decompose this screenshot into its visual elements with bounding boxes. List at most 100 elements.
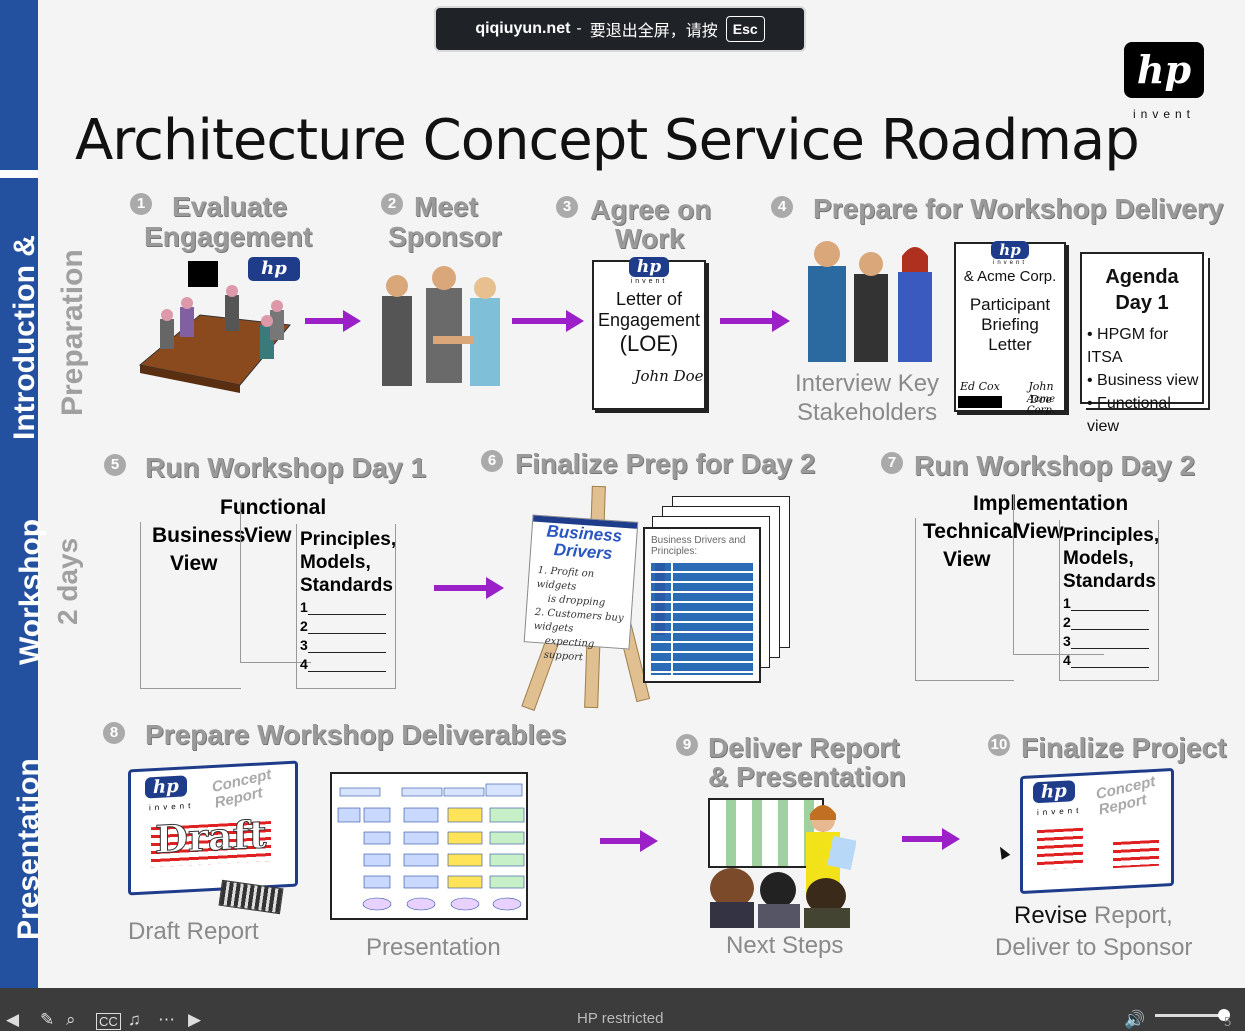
sidebar-days-label: 2 days [52, 537, 83, 625]
sidebar-intro-label: Introduction & [8, 235, 41, 440]
revise-red-lines-right [1113, 839, 1159, 869]
sheet-grid-divider [671, 563, 673, 675]
day2-blank-4 [1071, 667, 1149, 668]
draft-hp-logo: hp [145, 775, 187, 799]
step-number-10: 10 [988, 734, 1010, 756]
forward-icon[interactable]: ▶ [188, 1010, 202, 1029]
agenda-item-2: • Business view [1087, 372, 1199, 389]
hp-tagline: invent [1132, 107, 1196, 121]
agenda-document: Agenda Day 1 • HPGM for ITSA • Business … [1080, 252, 1204, 435]
day1-view-label: View [244, 524, 292, 547]
day2-num-1: 1 [1063, 595, 1071, 611]
banner-separator: - [576, 20, 582, 37]
meeting-illustration: hp [130, 255, 310, 405]
day1-blank-4 [308, 671, 386, 672]
step-2-title-line2: Sponsor [388, 221, 502, 252]
step-6-title: Finalize Prep for Day 2 [515, 448, 816, 479]
step-7-title: Run Workshop Day 2 [914, 450, 1196, 481]
sidebar-divider [0, 170, 38, 178]
arrow-1-2 [305, 310, 361, 332]
step-3-title-line2: Work [615, 223, 685, 254]
cc-icon[interactable]: CC [96, 1013, 121, 1030]
step-1-title-line1: Evaluate [172, 191, 288, 222]
sheet-subtitle: Principles: [651, 546, 698, 557]
sidebar-workshop-label: Workshop [14, 518, 47, 665]
day1-diagram: Functional Business View View Principles… [140, 492, 400, 692]
meeting-hp-logo: hp [248, 257, 300, 281]
whiteboard [708, 798, 824, 868]
sidebar-presentation-label: Presentation [12, 758, 45, 940]
day2-blank-3 [1071, 648, 1149, 649]
day2-blank-2 [1071, 629, 1149, 630]
briefing-invent: invent [992, 260, 1027, 266]
briefing-line1: Participant [969, 295, 1051, 314]
narration-off-icon[interactable]: ♫ [128, 1010, 141, 1029]
day2-diagram: Implementation Technical View View Princ… [915, 490, 1165, 690]
arrow-3-4 [720, 310, 790, 332]
black-box [188, 261, 218, 287]
sheet-grid [651, 563, 753, 675]
step-3-title-line1: Agree on [590, 194, 712, 225]
agenda-item-1: • HPGM for ITSA [1087, 326, 1169, 366]
briefing-line3: Letter [988, 335, 1032, 354]
revise-caption-line2: Deliver to Sponsor [995, 934, 1193, 961]
sheet-title: Business Drivers and [651, 535, 746, 546]
day1-blank-2 [308, 633, 386, 634]
pen-icon[interactable]: ✎ [40, 1010, 55, 1029]
banner-message: 要退出全屏，请按 [589, 23, 718, 40]
more-icon[interactable]: ⋯ [158, 1010, 175, 1029]
esc-key[interactable]: Esc [725, 16, 765, 42]
loe-hp-logo: hp [628, 257, 670, 277]
step-number-2: 2 [381, 193, 403, 215]
loe-line1: Letter of [615, 289, 683, 309]
day2-technical-box [915, 518, 1014, 681]
briefing-sig1: Ed Cox [960, 380, 1000, 393]
day1-functional-label: Functional [220, 496, 327, 519]
volume-slider-track[interactable] [1155, 1014, 1225, 1017]
hp-restricted-label: HP restricted [577, 1010, 664, 1027]
fullscreen-banner: qiqiuyun.net - 要退出全屏，请按 Esc [434, 6, 806, 52]
revise-word1: Revise [1014, 902, 1088, 929]
revise-invent: invent [1037, 805, 1083, 818]
volume-icon[interactable]: 🔊 [1124, 1010, 1146, 1029]
volume-slider-knob[interactable] [1218, 1009, 1230, 1021]
step-number-5: 5 [104, 454, 126, 476]
arrow-2-3 [512, 310, 584, 332]
briefing-hp-logo: hp [991, 241, 1029, 259]
sidebar-preparation-label: Preparation [56, 249, 89, 416]
easel-note4: expecting support [543, 635, 595, 664]
day2-models: Models, [1063, 548, 1134, 569]
day1-num-4: 4 [300, 656, 308, 672]
day1-business-box [140, 522, 241, 689]
step-8-title: Prepare Workshop Deliverables [145, 719, 567, 750]
interview-caption-line1: Interview Key [795, 370, 940, 397]
briefing-company: & Acme Corp. [963, 268, 1057, 285]
back-icon[interactable]: ◀ [6, 1010, 20, 1029]
day1-principles-box [296, 524, 396, 689]
step-number-7: 7 [881, 452, 903, 474]
revise-hp-logo: hp [1033, 780, 1075, 804]
loe-line2: Engagement [597, 310, 701, 330]
briefing-letter: hp invent & Acme Corp. Participant Brief… [954, 241, 1066, 416]
day2-implementation-label: Implementation [973, 492, 1129, 515]
handshake-illustration [382, 266, 500, 386]
draft-caption: Draft Report [128, 918, 259, 945]
mouse-cursor [995, 844, 1011, 860]
day2-principles: Principles, [1063, 525, 1160, 546]
player-control-bar: ◀ ✎ ⌕ CC ♫ ⋯ ▶ HP restricted 🔊 5 [0, 988, 1245, 1031]
hp-logo: hp [1124, 42, 1204, 98]
day1-blank-1 [308, 614, 386, 615]
sidebar [0, 0, 38, 1031]
zoom-icon[interactable]: ⌕ [66, 1010, 76, 1029]
day1-models: Models, [300, 552, 371, 573]
draft-invent: invent [149, 800, 195, 813]
agenda-day: Day 1 [1115, 292, 1169, 314]
step-2-title-line1: Meet [414, 191, 478, 222]
page-title: Architecture Concept Service Roadmap [75, 108, 1140, 173]
day1-principles: Principles, [300, 529, 397, 550]
step-10-title: Finalize Project [1021, 732, 1227, 763]
step-9-title-line1: Deliver Report [708, 732, 900, 763]
arrow-8-9 [600, 830, 658, 852]
revise-red-lines-left [1037, 827, 1083, 871]
